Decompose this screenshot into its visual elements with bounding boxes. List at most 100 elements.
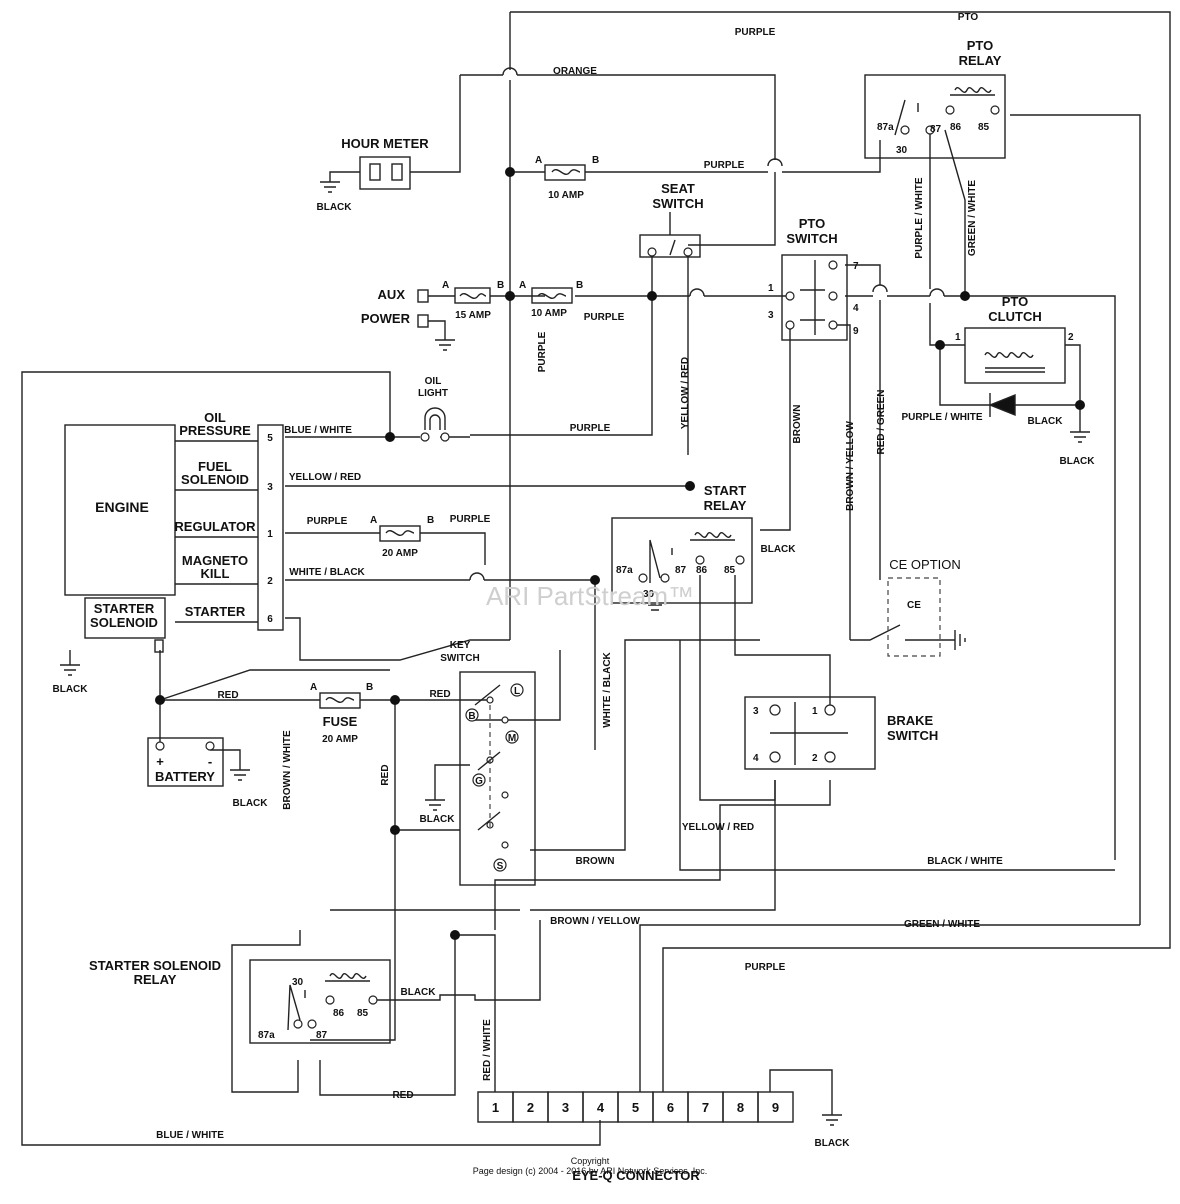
wire-orange: ORANGE [553,66,597,77]
engine-terminals: OILPRESSURE5FUELSOLENOID3REGULATOR1MAGNE… [174,410,273,625]
brake-pin-2: 2 [812,753,818,764]
wire-brown-yellow-lower: BROWN / YELLOW [550,916,640,927]
engine [64,424,284,653]
footer-page-design: Page design (c) 2004 - 2016 by ARI Netwo… [473,1166,708,1176]
fuse-10a-top-pin-b: B [592,155,599,166]
engine-terminal-label: SOLENOID [181,472,249,487]
pto-relay-title-line1: PTO [967,38,994,53]
key-pos-M: M [508,733,516,744]
ssr-title-2: RELAY [134,972,177,987]
power-terminal [417,314,429,328]
fuse-10a-top-label: 10 AMP [548,190,584,201]
seat-switch-title-2: SWITCH [652,196,703,211]
eye-q-pin: 2 [527,1100,534,1115]
pto-relay-title-line2: RELAY [959,53,1002,68]
battery-minus: - [208,754,212,769]
wire-black-white: BLACK / WHITE [927,856,1003,867]
junction-dots [155,167,1085,940]
pto-switch-pin-1: 1 [768,283,774,294]
key-pos-S: S [497,861,504,872]
wire-black-clutch-ground: BLACK [1060,456,1096,467]
wire-purple-regulator: PURPLE [307,516,348,527]
pto-clutch [964,327,1066,417]
fuse-20a-main-pin-b: B [366,682,373,693]
key-switch-title-2: SWITCH [440,653,479,664]
footer-copyright: Copyright [571,1156,610,1166]
wire-black-hourmeter: BLACK [317,202,353,213]
fuse-15a [454,287,491,304]
pto-relay-title-1: PTO [958,12,979,23]
key-pos-B: B [468,711,475,722]
fuse-15a-pin-b: B [497,280,504,291]
ssr-title-1: STARTER SOLENOID [89,958,221,973]
wire-blue-white-oil: BLUE / WHITE [284,425,352,436]
ssr-pin-30: 30 [292,977,304,988]
wire-black-key-ground: BLACK [420,814,456,825]
wire-purple-white-clutch: PURPLE / WHITE [901,412,982,423]
pto-relay-pin-30: 30 [896,145,908,156]
wires [21,11,1171,1146]
wire-brown-vertical: BROWN [792,405,803,444]
wire-red-battery: RED [217,690,238,701]
ssr-pin-87: 87 [316,1030,328,1041]
eye-q-pin: 1 [492,1100,499,1115]
hour-meter-label: HOUR METER [341,136,429,151]
brake-switch-title-1: BRAKE [887,713,934,728]
engine-terminal-label: STARTER [185,604,246,619]
seat-switch-title-1: SEAT [661,181,695,196]
aux-label: AUX [378,287,406,302]
wire-green-white-vertical: GREEN / WHITE [967,180,978,256]
pto-switch-pin-3: 3 [768,310,774,321]
starter-solenoid-title-1: STARTER [94,601,155,616]
wire-red-key: RED [429,689,450,700]
pto-relay-pin-87a: 87a [877,122,894,133]
brake-pin-4: 4 [753,753,759,764]
wire-red-vertical: RED [380,764,391,785]
wire-black-eyeq-ground: BLACK [815,1138,851,1149]
wire-purple-fuse: PURPLE [704,160,745,171]
start-relay-title-1: START [704,483,746,498]
pto-clutch-title-1: PTO [1002,294,1029,309]
fuse-10a-mid-pin-a: A [519,280,526,291]
key-pos-G: G [475,776,483,787]
brake-switch-title-2: SWITCH [887,728,938,743]
wire-purple-vertical: PURPLE [537,331,548,372]
battery-plus: + [156,754,164,769]
fuse-15a-pin-a: A [442,280,449,291]
fuse-15a-label: 15 AMP [455,310,491,321]
key-switch-title-1: KEY [450,640,471,651]
wire-red-white-vertical: RED / WHITE [482,1019,493,1081]
engine-terminal-label: PRESSURE [179,423,251,438]
wire-purple-oil: PURPLE [570,423,611,434]
wire-purple-regulator-b: PURPLE [450,514,491,525]
pto-switch-pin-4: 4 [853,303,859,314]
eye-q-pin: 3 [562,1100,569,1115]
fuse-20a-main [319,692,361,709]
eye-q-pin: 9 [772,1100,779,1115]
hour-meter: HOUR METER [341,136,429,190]
fuse-20a-regulator [379,525,421,542]
engine-terminal-pin: 5 [267,433,273,444]
ce-option-title: CE OPTION [889,557,961,572]
wire-black-clutch: BLACK [1028,416,1064,427]
ce-option [887,577,941,657]
pto-switch [781,254,848,341]
fuse-10a-mid-label: 10 AMP [531,308,567,319]
wire-blue-white-bottom: BLUE / WHITE [156,1130,224,1141]
start-relay-pin-30: 30 [643,589,655,600]
wire-purple-aux: PURPLE [584,312,625,323]
pto-switch-pin-7: 7 [853,261,859,272]
oil-light-title-2: LIGHT [418,388,448,399]
brake-pin-1: 1 [812,706,818,717]
pto-switch-title-1: PTO [799,216,826,231]
battery-label: BATTERY [155,769,215,784]
wire-black-ssr: BLACK [401,987,437,998]
wire-labels: PURPLE ORANGE PURPLE BLACK PURPLE PURPLE… [53,27,1096,1149]
watermark: ARI PartStream™ [486,581,694,611]
wire-yellow-red-fuel: YELLOW / RED [289,472,361,483]
fuse-main-title: FUSE [323,714,358,729]
pto-switch-pin-9: 9 [853,326,859,337]
wire-brown-white-vertical: BROWN / WHITE [282,730,293,810]
ground-symbols [60,181,1090,1126]
